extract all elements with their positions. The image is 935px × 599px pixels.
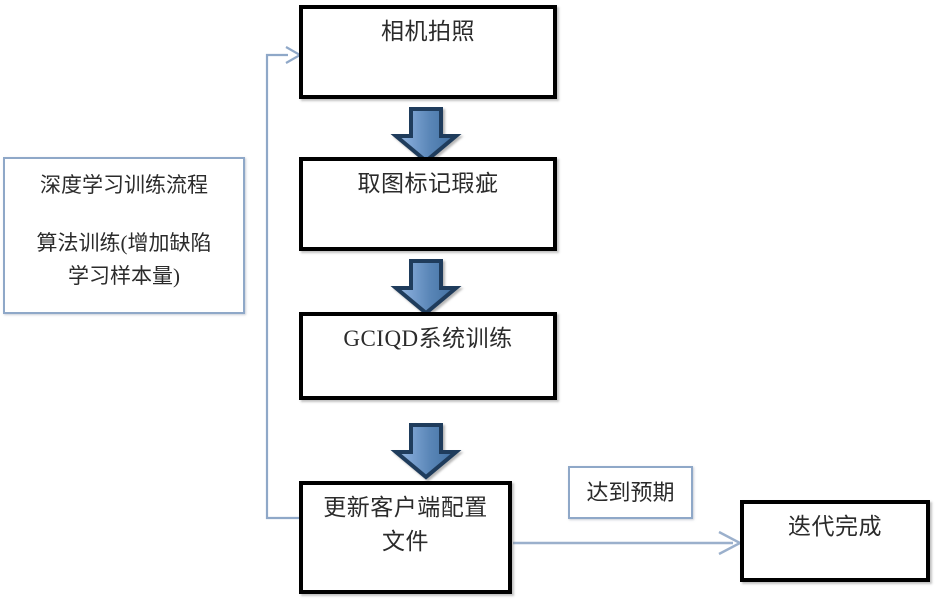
connector-update-to-done bbox=[513, 530, 743, 556]
node-camera-label: 相机拍照 bbox=[381, 19, 475, 44]
node-done-label: 迭代完成 bbox=[788, 514, 882, 539]
info-box-heading: 深度学习训练流程 bbox=[40, 173, 208, 197]
node-update[interactable]: 更新客户端配置 文件 bbox=[299, 481, 512, 594]
node-update-label: 更新客户端配置 文件 bbox=[323, 495, 488, 554]
info-box-training-process: 深度学习训练流程 算法训练(增加缺陷 学习样本量) bbox=[3, 157, 245, 314]
connector-update-to-camera bbox=[265, 46, 303, 520]
info-box-body: 算法训练(增加缺陷 学习样本量) bbox=[36, 231, 212, 288]
connector-mark-to-train bbox=[390, 259, 462, 316]
node-train-label: GCIQD系统训练 bbox=[343, 326, 513, 351]
node-mark-label: 取图标记瑕疵 bbox=[357, 171, 499, 196]
node-camera[interactable]: 相机拍照 bbox=[299, 5, 557, 99]
node-train[interactable]: GCIQD系统训练 bbox=[299, 312, 557, 400]
node-mark[interactable]: 取图标记瑕疵 bbox=[299, 157, 557, 251]
edge-label-expected: 达到预期 bbox=[568, 466, 693, 519]
edge-label-expected-text: 达到预期 bbox=[586, 480, 675, 505]
connector-train-to-update bbox=[390, 423, 462, 480]
connector-camera-to-mark bbox=[390, 107, 462, 164]
node-done[interactable]: 迭代完成 bbox=[740, 500, 930, 582]
